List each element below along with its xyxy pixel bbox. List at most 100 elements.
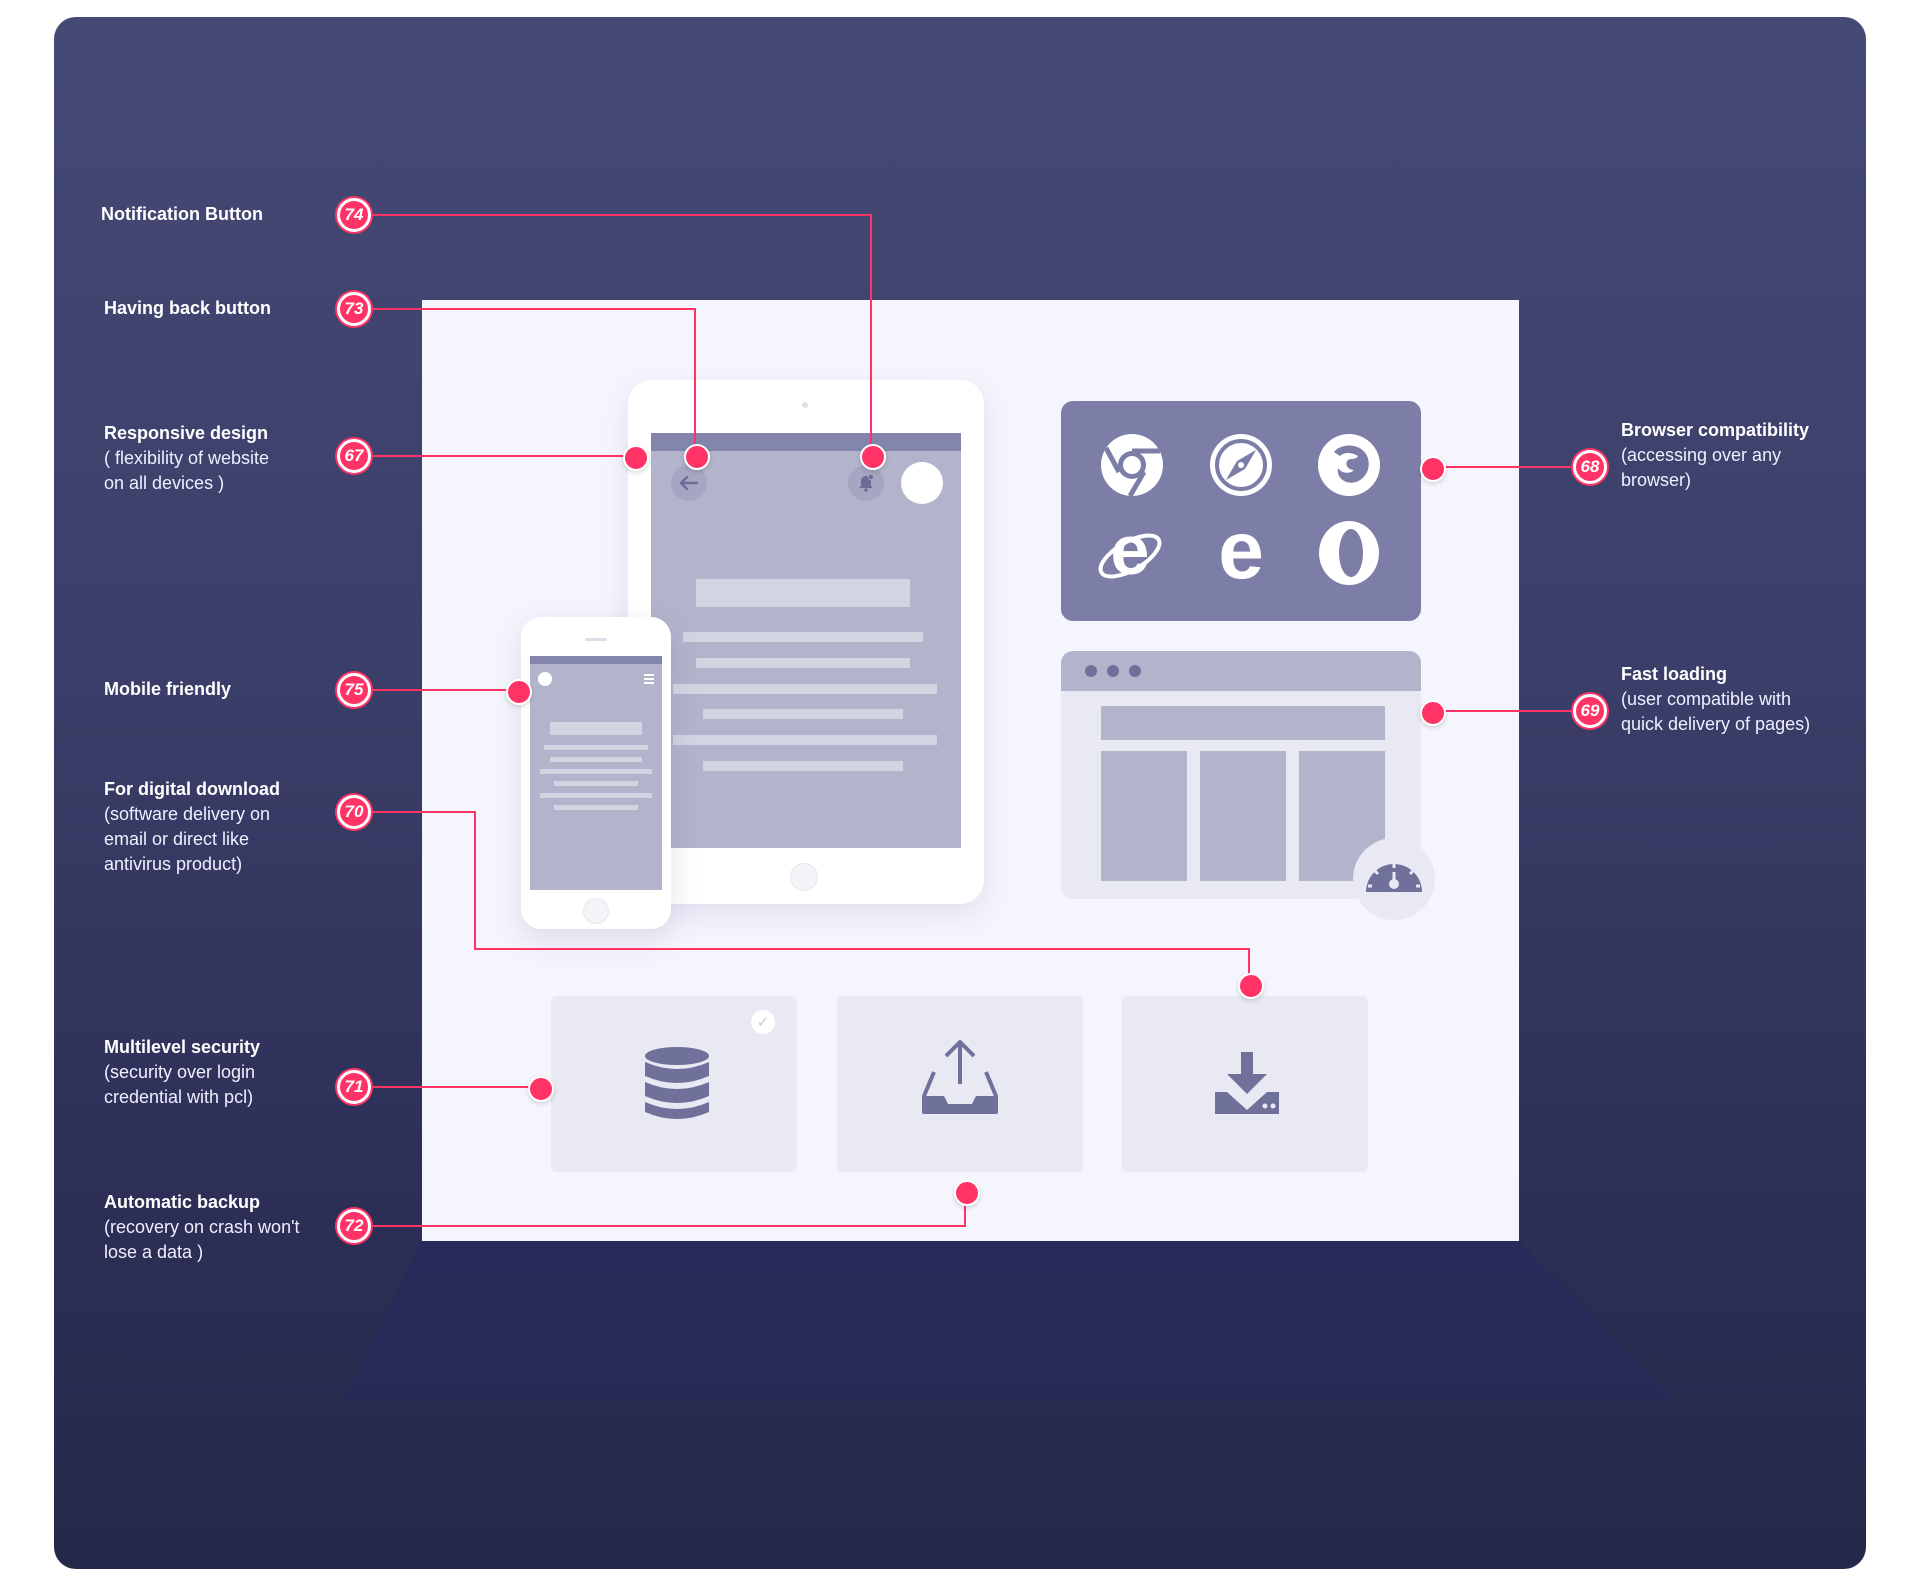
speedometer-icon	[1366, 860, 1422, 892]
content-line-placeholder	[696, 658, 910, 668]
phone-line-placeholder	[540, 769, 652, 774]
phone-device	[521, 617, 671, 929]
badge-71: 71	[337, 1070, 371, 1104]
feature-title: Browser compatibility	[1621, 420, 1810, 440]
safari-icon	[1210, 434, 1272, 496]
window-column-block	[1200, 751, 1286, 881]
badge-67: 67	[337, 439, 371, 473]
browser-compatibility-panel: e e	[1061, 401, 1421, 621]
download-icon	[1215, 1052, 1279, 1114]
connector-dot-74	[860, 444, 886, 470]
back-button[interactable]	[671, 465, 707, 501]
speedometer-badge	[1353, 838, 1435, 920]
download-card	[1122, 996, 1368, 1172]
feature-title: Multilevel security	[104, 1037, 261, 1057]
feature-label-backup: Automatic backup (recovery on crash won'…	[104, 1190, 300, 1265]
firefox-icon	[1318, 434, 1380, 496]
chrome-icon	[1101, 434, 1163, 498]
phone-line-placeholder	[550, 757, 642, 762]
window-dot	[1107, 665, 1119, 677]
phone-line-placeholder	[554, 781, 638, 786]
feature-label-browser: Browser compatibility (accessing over an…	[1621, 418, 1809, 493]
backup-card	[837, 996, 1083, 1172]
tablet-home-button	[790, 863, 818, 891]
security-card: ✓	[551, 996, 797, 1172]
phone-line-placeholder	[544, 745, 648, 750]
feature-description: email or direct like	[104, 829, 250, 849]
edge-icon: e	[1218, 518, 1264, 588]
window-titlebar	[1061, 651, 1421, 691]
phone-avatar	[538, 672, 552, 686]
feature-description: (software delivery on	[104, 804, 271, 824]
floor-shadow	[54, 1240, 1866, 1440]
avatar	[901, 462, 943, 504]
content-line-placeholder	[683, 632, 923, 642]
connector-dot-72	[954, 1180, 980, 1206]
internet-explorer-icon: e	[1098, 518, 1162, 588]
feature-label-responsive: Responsive design ( flexibility of websi…	[104, 421, 269, 496]
feature-title: Responsive design	[104, 423, 269, 443]
hamburger-menu-icon[interactable]	[644, 674, 654, 684]
feature-description: browser)	[1621, 470, 1692, 490]
feature-description: (security over login	[104, 1062, 256, 1082]
feature-title: Fast loading	[1621, 664, 1728, 684]
check-icon: ✓	[751, 1010, 775, 1034]
content-line-placeholder	[703, 761, 903, 771]
tablet-screen	[651, 433, 961, 848]
phone-line-placeholder	[540, 793, 652, 798]
window-header-block	[1101, 706, 1385, 740]
upload-tray-icon	[922, 1040, 998, 1114]
connector-dot-71	[528, 1076, 554, 1102]
feature-title: Having back button	[104, 298, 272, 318]
feature-description: lose a data )	[104, 1242, 204, 1262]
feature-title: Notification Button	[101, 204, 263, 224]
feature-label-back-button: Having back button	[104, 296, 271, 321]
connector-dot-67	[623, 445, 649, 471]
arrow-left-icon	[680, 476, 698, 490]
phone-heading-placeholder	[550, 722, 642, 735]
notification-button[interactable]	[848, 465, 884, 501]
feature-label-notification: Notification Button	[101, 202, 263, 227]
window-dot	[1085, 665, 1097, 677]
phone-screen	[530, 656, 662, 890]
svg-text:e: e	[1218, 518, 1264, 588]
tablet-device	[628, 380, 984, 904]
connector-dot-68	[1420, 456, 1446, 482]
window-column-block	[1101, 751, 1187, 881]
connector-dot-69	[1420, 700, 1446, 726]
feature-label-mobile: Mobile friendly	[104, 677, 231, 702]
badge-69: 69	[1573, 694, 1607, 728]
badge-73: 73	[337, 292, 371, 326]
content-heading-placeholder	[696, 579, 910, 607]
feature-description: (recovery on crash won't	[104, 1217, 300, 1237]
opera-icon	[1319, 521, 1379, 585]
feature-title: Mobile friendly	[104, 679, 232, 699]
content-line-placeholder	[703, 709, 903, 719]
window-dot	[1129, 665, 1141, 677]
badge-68: 68	[1573, 450, 1607, 484]
phone-line-placeholder	[554, 805, 638, 810]
phone-home-button	[583, 898, 609, 924]
phone-header-bar	[530, 656, 662, 664]
feature-title: For digital download	[104, 779, 280, 799]
feature-title: Automatic backup	[104, 1192, 261, 1212]
connector-dot-75	[506, 679, 532, 705]
feature-description: antivirus product)	[104, 854, 243, 874]
badge-72: 72	[337, 1209, 371, 1243]
badge-75: 75	[337, 673, 371, 707]
database-icon	[645, 1047, 709, 1119]
badge-70: 70	[337, 795, 371, 829]
feature-description: on all devices )	[104, 473, 225, 493]
badge-74: 74	[337, 198, 371, 232]
feature-label-download: For digital download (software delivery …	[104, 777, 280, 877]
feature-label-security: Multilevel security (security over login…	[104, 1035, 260, 1110]
feature-label-fast-loading: Fast loading (user compatible with quick…	[1621, 662, 1810, 737]
bell-icon	[859, 474, 875, 492]
feature-description: (accessing over any	[1621, 445, 1782, 465]
content-line-placeholder	[673, 735, 937, 745]
feature-description: credential with pcl)	[104, 1087, 254, 1107]
connector-dot-73	[684, 444, 710, 470]
feature-description: (user compatible with	[1621, 689, 1792, 709]
phone-speaker	[585, 638, 607, 641]
feature-description: quick delivery of pages)	[1621, 714, 1811, 734]
